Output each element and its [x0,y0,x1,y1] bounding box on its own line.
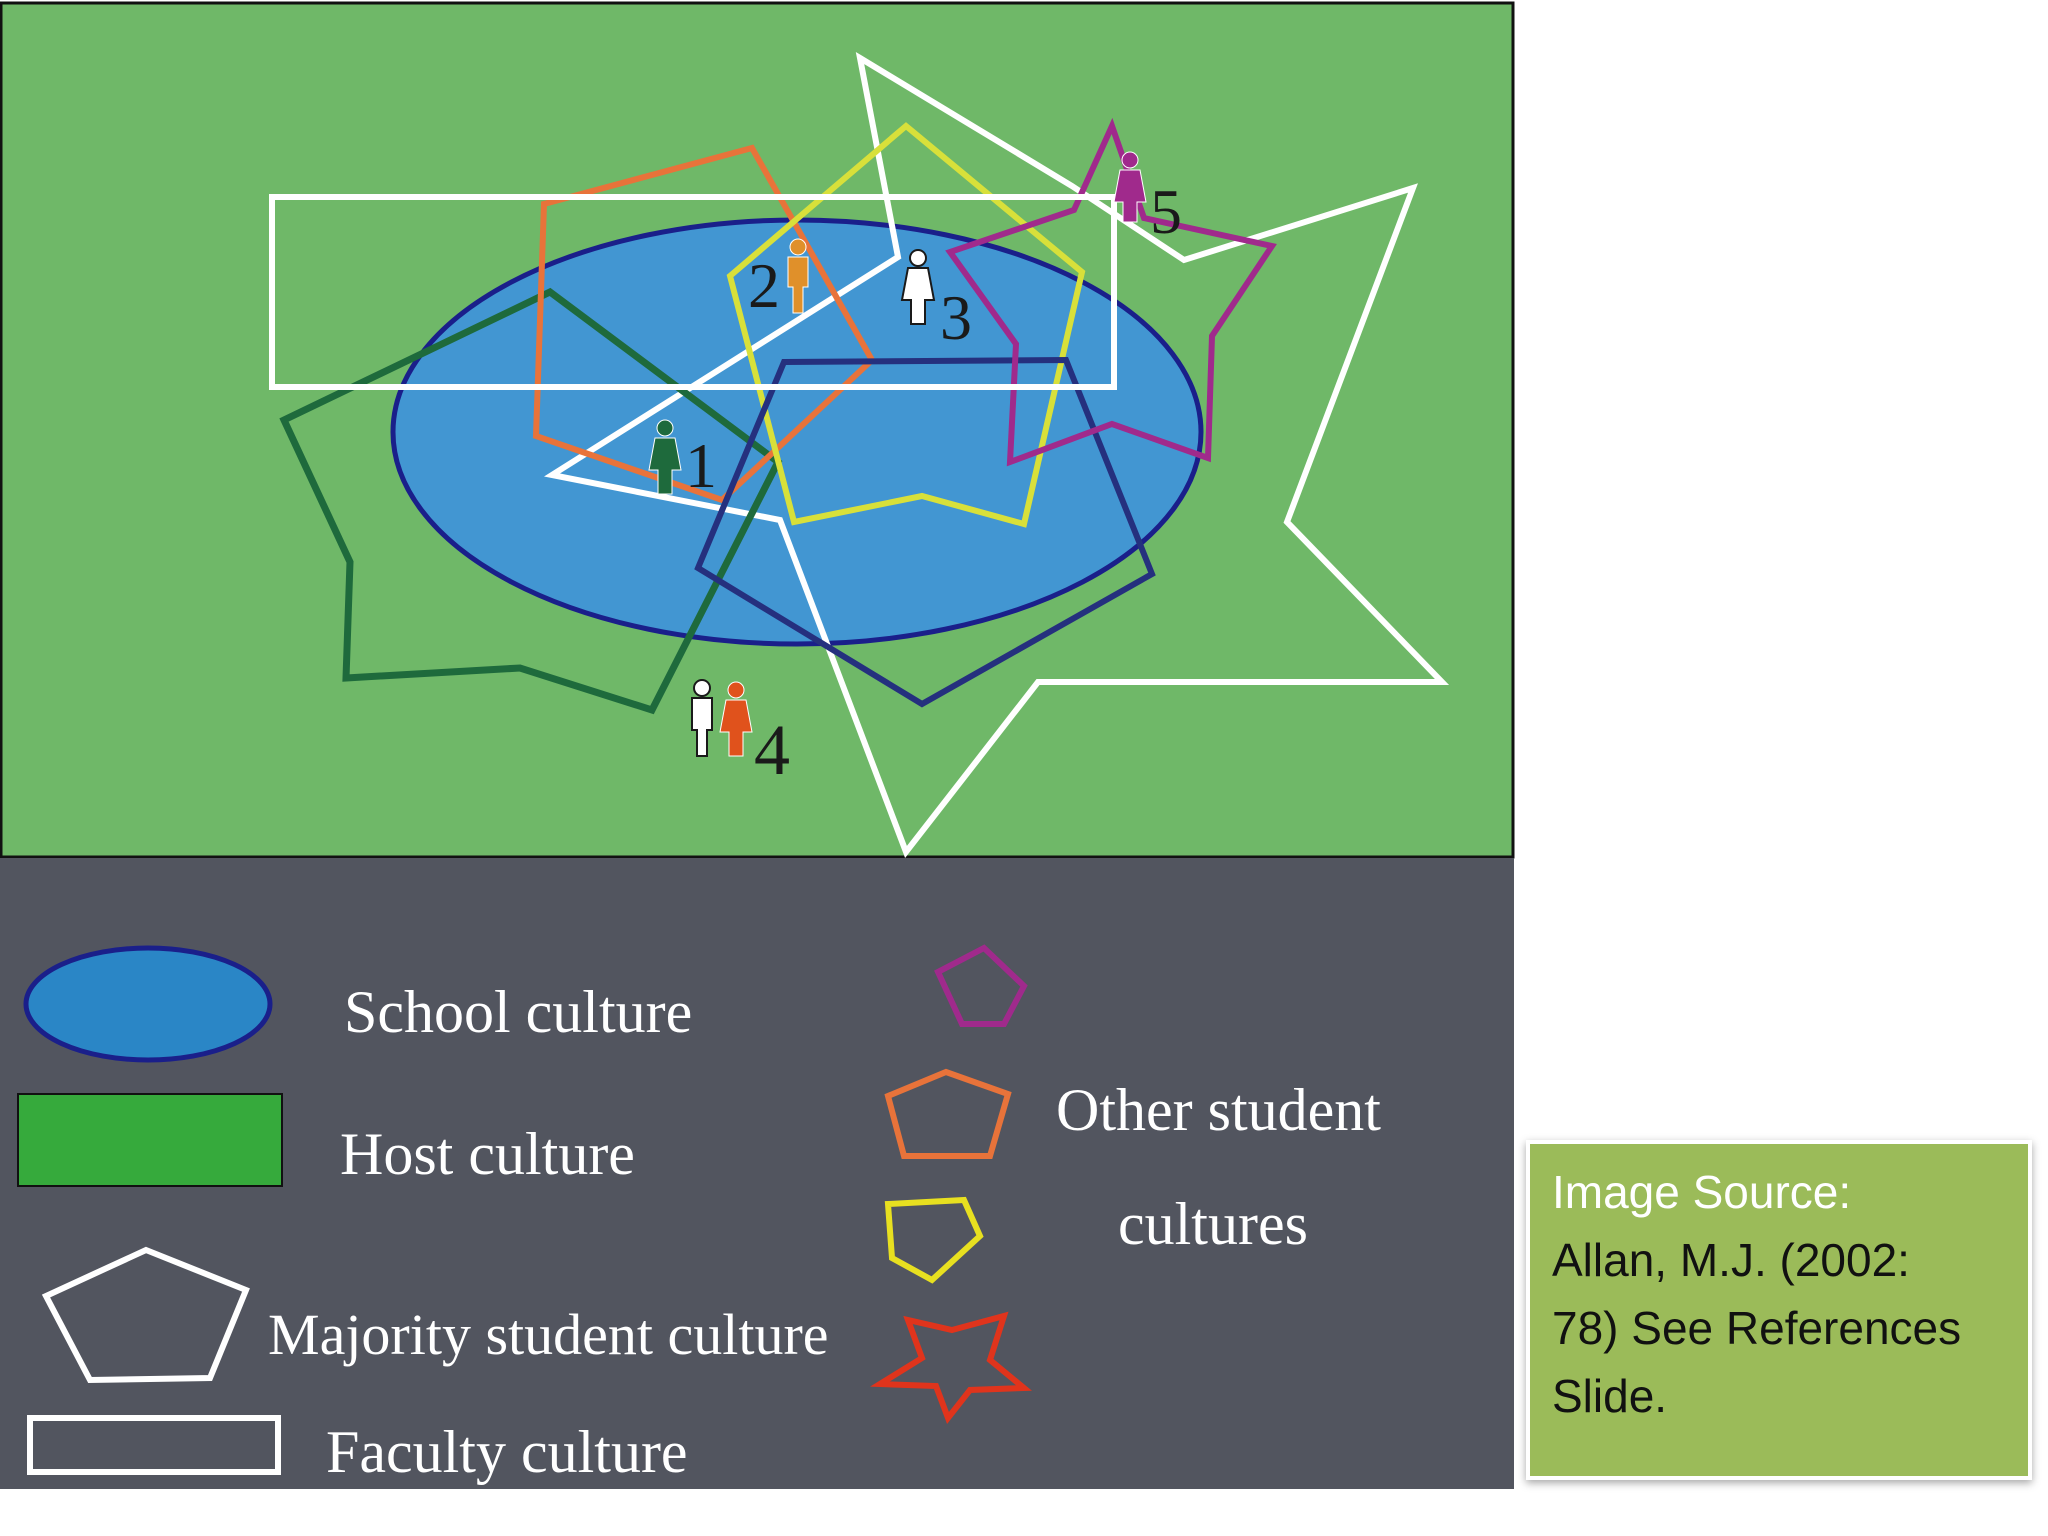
image-source-citation-line-3: Slide. [1552,1370,1668,1422]
image-source-citation-line-2: 78) See References [1552,1302,1962,1354]
legend-red-culture-symbol [870,1311,1033,1425]
legend-host-culture-symbol [17,1093,283,1187]
majority-student-culture-star [544,51,1450,859]
purple-student-culture-star [945,117,1277,467]
legend-host-culture-label: Host culture [340,1121,635,1187]
person-figure-3-icon [900,249,936,325]
legend-other-student-cultures-line2: cultures [1118,1191,1308,1257]
legend-orange-culture-symbol [884,1068,1012,1159]
figure-number-1: 1 [685,430,717,501]
image-source-box: Image Source: Allan, M.J. (2002: 78) See… [1526,1140,2032,1480]
faculty-culture-rectangle [269,194,1117,390]
person-figure-5-icon [1113,151,1147,223]
legend-faculty-culture-label: Faculty culture [326,1419,688,1485]
person-figure-4b-icon [719,681,753,757]
person-figure-2-icon [787,238,809,314]
legend-purple-culture-symbol [934,944,1028,1027]
figure-number-3: 3 [940,282,972,353]
darkgreen-student-culture-shape [279,287,783,715]
legend-other-student-cultures-line1: Other student [1056,1077,1381,1143]
figure-number-4: 4 [754,710,790,790]
legend-majority-student-culture-label: Majority student culture [268,1302,829,1367]
person-figure-4a-icon [691,679,713,757]
figure-number-5: 5 [1150,176,1182,247]
image-source-citation-line-1: Allan, M.J. (2002: [1552,1234,1910,1286]
legend-faculty-culture-symbol [27,1415,281,1475]
person-figure-1-icon [648,419,682,495]
image-source-heading: Image Source: [1552,1166,1852,1218]
figure-number-2: 2 [748,250,780,321]
orange-student-culture-shape [532,144,876,504]
legend-school-culture-symbol [23,945,273,1063]
navy-student-culture-shape [694,356,1156,708]
legend-yellow-culture-symbol [884,1196,984,1284]
legend-majority-student-culture-symbol [41,1246,250,1384]
legend-school-culture-label: School culture [344,979,693,1045]
yellow-student-culture-shape [726,122,1086,528]
